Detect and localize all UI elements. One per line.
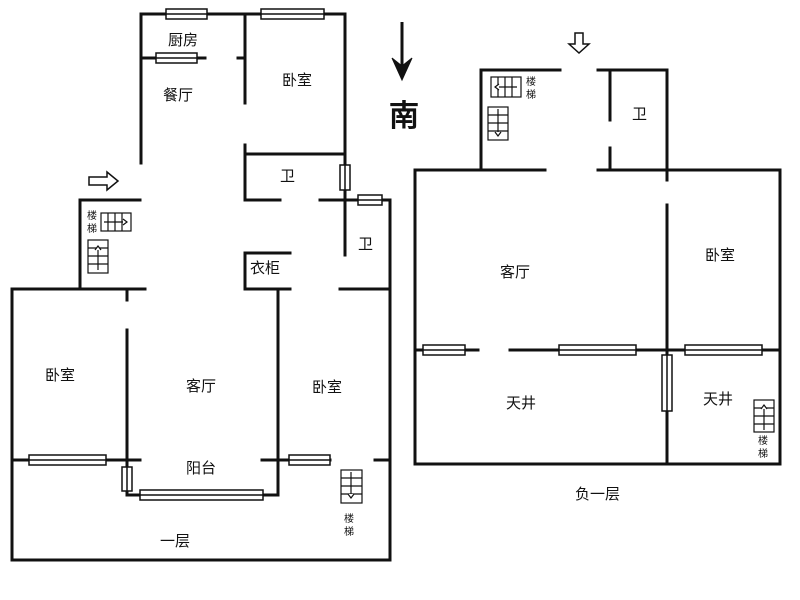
windows	[28, 8, 763, 501]
stair-label-top-1: 楼	[526, 77, 536, 88]
entry-arrow-basement	[567, 32, 591, 55]
stair-label-bottom-2: 梯	[344, 527, 354, 538]
room-label-bedroom-top: 卧室	[282, 71, 313, 89]
stair-label-left-1: 楼	[87, 211, 97, 222]
room-label-balcony: 阳台	[186, 459, 217, 477]
stair-symbols	[87, 76, 775, 504]
stair-label-bottom-1: 楼	[344, 514, 354, 525]
room-label-courtyard-right: 天井	[703, 390, 734, 408]
room-label-bedroom-left: 卧室	[45, 366, 76, 384]
walls-floor-1	[10, 12, 392, 562]
room-label-kitchen: 厨房	[168, 31, 199, 49]
room-label-bedroom-right: 卧室	[312, 378, 343, 396]
entry-arrow-floor-1	[88, 170, 120, 192]
room-label-living: 客厅	[186, 377, 217, 395]
basement-title: 负一层	[575, 485, 621, 503]
room-label-courtyard-left: 天井	[506, 394, 537, 412]
floor-1-title: 一层	[160, 532, 191, 550]
compass-south-label: 南	[389, 99, 419, 134]
room-label-dining: 餐厅	[163, 86, 194, 104]
room-label-bath-b: 卫	[358, 235, 374, 253]
stair-label-right-1: 楼	[758, 436, 768, 447]
entry-arrows	[88, 32, 591, 192]
room-label-bath-a: 卫	[280, 167, 296, 185]
south-arrow-icon	[391, 22, 413, 82]
walls-basement	[413, 68, 782, 466]
room-label-basement-living: 客厅	[500, 263, 531, 281]
room-label-wardrobe: 衣柜	[250, 259, 281, 277]
room-label-basement-bath: 卫	[632, 105, 648, 123]
room-label-basement-bedroom: 卧室	[705, 246, 736, 264]
stair-label-top-2: 梯	[526, 90, 536, 101]
stair-label-right-2: 梯	[758, 449, 768, 460]
stair-label-left-2: 梯	[87, 224, 97, 235]
